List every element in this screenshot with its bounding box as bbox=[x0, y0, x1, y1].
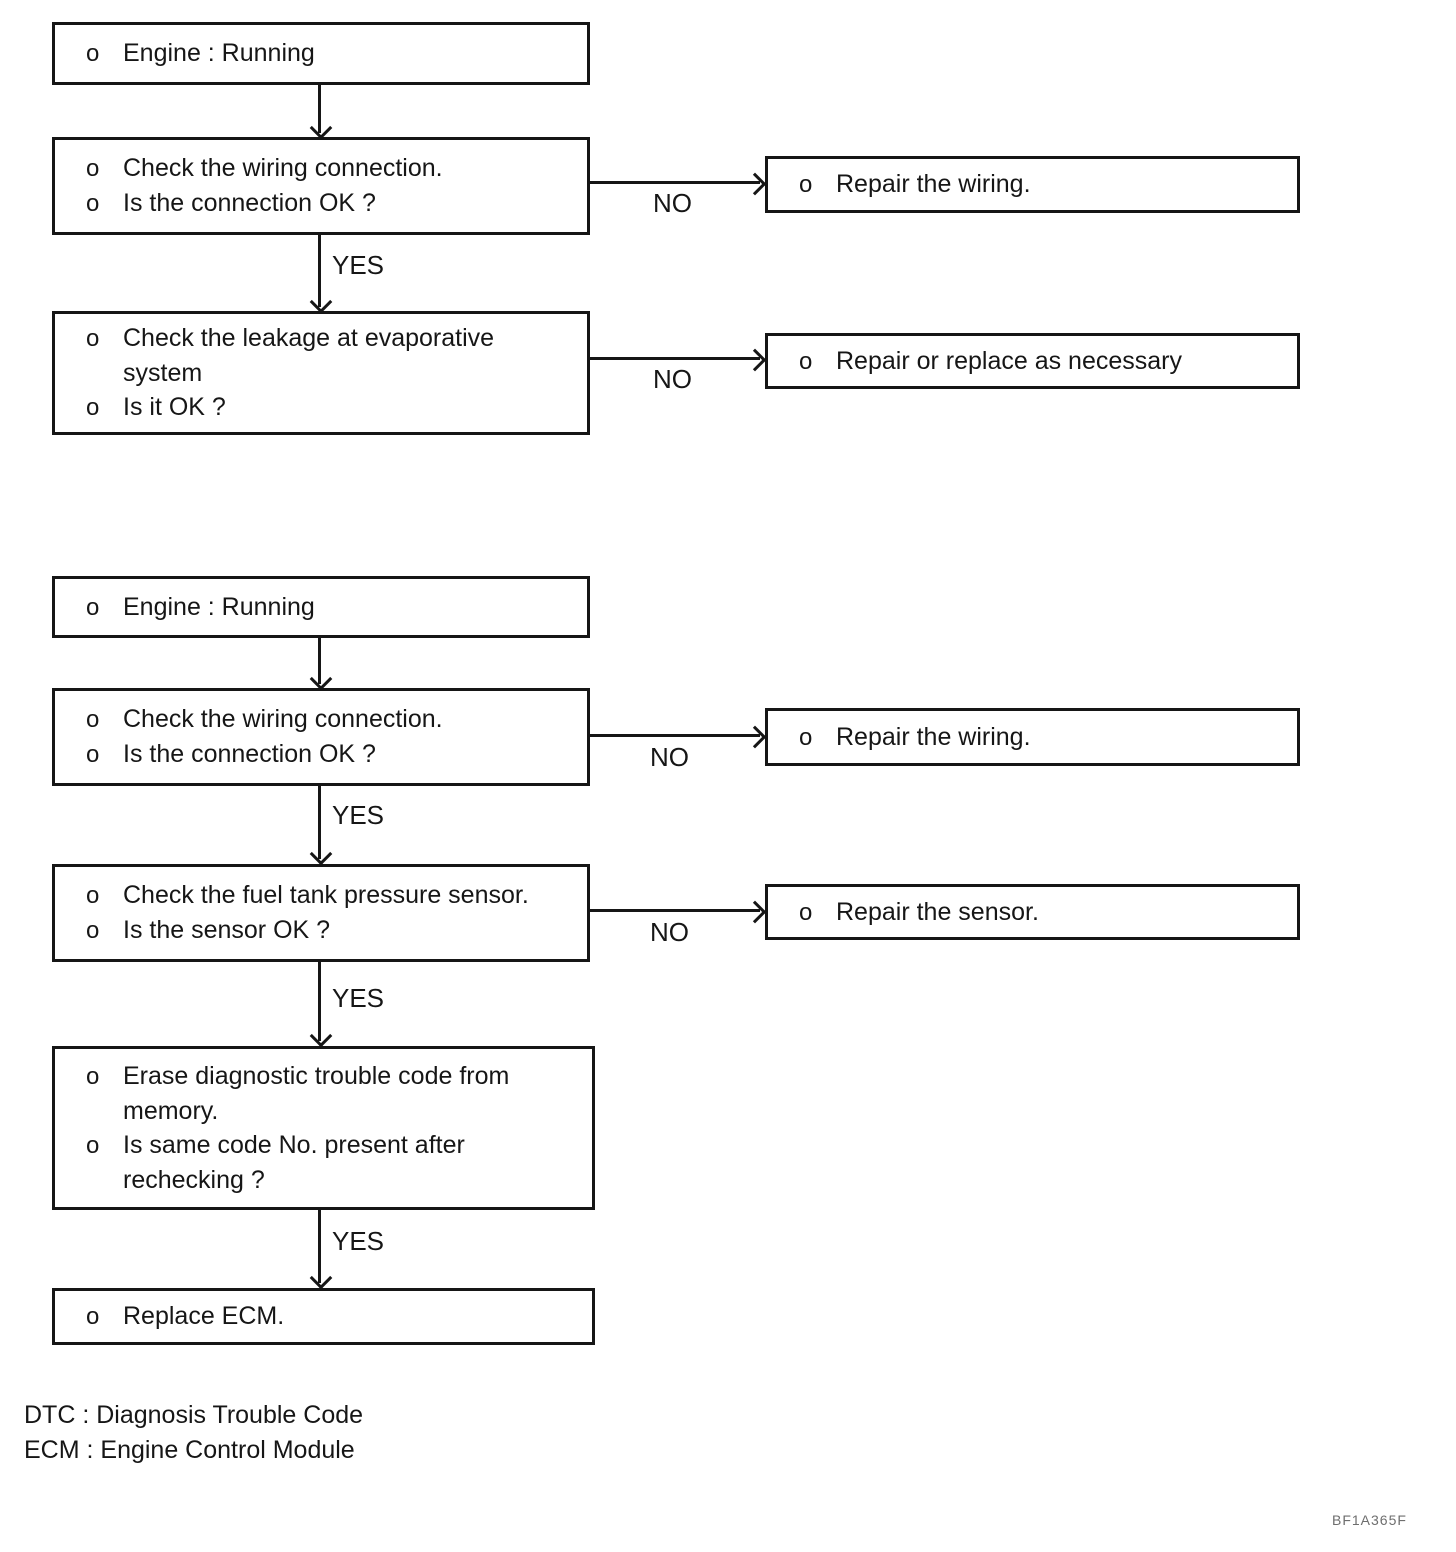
bullet: o bbox=[86, 40, 100, 67]
fc2-step-repair-sensor: o Repair the sensor. bbox=[765, 884, 1300, 940]
fc2-step-check-fuel-tank-sensor: o Check the fuel tank pressure sensor. o… bbox=[52, 864, 590, 962]
step-text: Check the leakage at evaporative bbox=[123, 324, 495, 352]
bullet: o bbox=[86, 882, 100, 909]
bullet: o bbox=[86, 325, 100, 352]
bullet: o bbox=[86, 1132, 100, 1159]
step-text: Repair or replace as necessary bbox=[836, 346, 1182, 375]
bullet: o bbox=[86, 1063, 100, 1090]
bullet: o bbox=[86, 155, 100, 182]
fc1-arrow-engine-to-check-wiring bbox=[318, 85, 321, 133]
step-line: o Check the leakage at evaporative bbox=[86, 321, 581, 356]
bullet: o bbox=[799, 723, 813, 751]
fc1-step-engine-running: o Engine : Running bbox=[52, 22, 590, 85]
yes-label: YES bbox=[332, 983, 385, 1013]
step-line: o Erase diagnostic trouble code from bbox=[86, 1059, 586, 1094]
step-line: o Replace ECM. bbox=[86, 1299, 586, 1334]
step-line: o Check the fuel tank pressure sensor. bbox=[86, 878, 581, 913]
fc2-step-repair-wiring: o Repair the wiring. bbox=[765, 708, 1300, 766]
no-label: NO bbox=[650, 917, 689, 947]
step-line: o Is same code No. present after bbox=[86, 1128, 586, 1163]
fc2-arrow-no-to-repair-sensor bbox=[590, 909, 760, 912]
fc2-arrow-yes-to-erase-dtc bbox=[318, 962, 321, 1041]
fc2-step-erase-dtc: o Erase diagnostic trouble code from mem… bbox=[52, 1046, 595, 1210]
bullet: o bbox=[86, 741, 100, 768]
step-line: o Check the wiring connection. bbox=[86, 151, 581, 186]
step-line: system bbox=[86, 356, 581, 390]
step-text: Repair the sensor. bbox=[836, 897, 1039, 926]
step-text: system bbox=[123, 359, 203, 387]
step-text: Check the wiring connection. bbox=[123, 154, 443, 182]
step-text: Is same code No. present after bbox=[123, 1131, 465, 1159]
fc1-arrow-no-to-repair-replace bbox=[590, 357, 760, 360]
fc1-arrow-yes-to-check-leakage bbox=[318, 235, 321, 307]
step-text: Erase diagnostic trouble code from bbox=[123, 1062, 510, 1090]
no-label: NO bbox=[653, 188, 692, 218]
bullet: o bbox=[86, 917, 100, 944]
bullet: o bbox=[799, 898, 813, 926]
step-line: o Engine : Running bbox=[86, 36, 581, 71]
step-text: Is the connection OK ? bbox=[123, 740, 376, 768]
step-line: o Is the sensor OK ? bbox=[86, 913, 581, 948]
step-text: Engine : Running bbox=[123, 592, 315, 621]
fc1-arrow-no-to-repair-wiring bbox=[590, 181, 760, 184]
fc2-arrow-engine-to-check-wiring bbox=[318, 638, 321, 684]
step-text: Check the wiring connection. bbox=[123, 705, 443, 733]
legend-ecm: ECM : Engine Control Module bbox=[24, 1436, 355, 1464]
bullet: o bbox=[86, 190, 100, 217]
step-text: Repair the wiring. bbox=[836, 722, 1031, 751]
step-text: Is it OK ? bbox=[123, 393, 226, 421]
yes-label: YES bbox=[332, 1226, 385, 1256]
step-text: memory. bbox=[123, 1097, 219, 1125]
step-line: o Repair the sensor. bbox=[799, 895, 1291, 930]
bullet: o bbox=[86, 706, 100, 733]
step-line: o Repair the wiring. bbox=[799, 720, 1291, 755]
step-line: rechecking ? bbox=[86, 1163, 586, 1197]
legend-dtc: DTC : Diagnosis Trouble Code bbox=[24, 1401, 364, 1429]
step-text: Replace ECM. bbox=[123, 1302, 285, 1330]
step-text: Check the fuel tank pressure sensor. bbox=[123, 881, 529, 909]
step-text: Is the connection OK ? bbox=[123, 189, 376, 217]
step-line: o Is the connection OK ? bbox=[86, 737, 581, 772]
bullet: o bbox=[86, 1303, 100, 1330]
yes-label: YES bbox=[332, 800, 385, 830]
step-line: o Repair or replace as necessary bbox=[799, 344, 1291, 379]
figure-code: BF1A365F bbox=[1332, 1512, 1407, 1528]
step-line: o Check the wiring connection. bbox=[86, 702, 581, 737]
bullet: o bbox=[799, 347, 813, 375]
step-text: Repair the wiring. bbox=[836, 170, 1031, 198]
step-line: o Repair the wiring. bbox=[799, 167, 1291, 202]
fc2-step-engine-running: o Engine : Running bbox=[52, 576, 590, 638]
step-line: memory. bbox=[86, 1094, 586, 1128]
fc2-step-check-wiring: o Check the wiring connection. o Is the … bbox=[52, 688, 590, 786]
bullet: o bbox=[799, 171, 813, 198]
fc1-step-check-leakage: o Check the leakage at evaporative syste… bbox=[52, 311, 590, 435]
step-line: o Is the connection OK ? bbox=[86, 186, 581, 221]
no-label: NO bbox=[653, 364, 692, 394]
bullet: o bbox=[86, 593, 100, 621]
fc2-step-replace-ecm: o Replace ECM. bbox=[52, 1288, 595, 1345]
fc1-step-repair-wiring: o Repair the wiring. bbox=[765, 156, 1300, 213]
fc1-step-check-wiring: o Check the wiring connection. o Is the … bbox=[52, 137, 590, 235]
bullet: o bbox=[86, 394, 100, 421]
fc2-arrow-yes-to-replace-ecm bbox=[318, 1210, 321, 1283]
step-text: rechecking ? bbox=[123, 1166, 265, 1194]
step-line: o Is it OK ? bbox=[86, 390, 581, 425]
fc2-arrow-no-to-repair-wiring bbox=[590, 734, 760, 737]
fc2-arrow-yes-to-check-sensor bbox=[318, 786, 321, 859]
no-label: NO bbox=[650, 742, 689, 772]
step-text: Is the sensor OK ? bbox=[123, 916, 331, 944]
step-line: o Engine : Running bbox=[86, 590, 581, 625]
step-text: Engine : Running bbox=[123, 39, 315, 67]
fc1-step-repair-replace: o Repair or replace as necessary bbox=[765, 333, 1300, 389]
yes-label: YES bbox=[332, 250, 385, 280]
